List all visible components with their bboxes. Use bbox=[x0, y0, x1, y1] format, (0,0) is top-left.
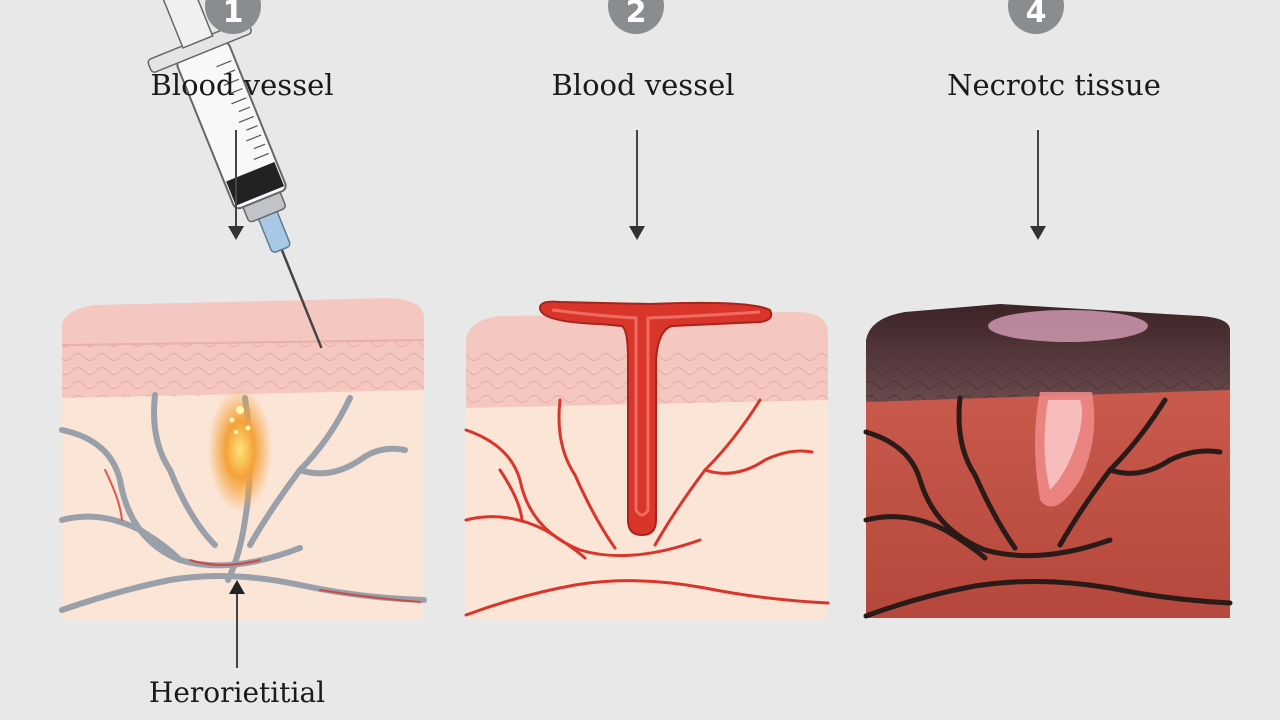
syringe-icon bbox=[147, 0, 323, 349]
panel-3-title: Necrotc tissue bbox=[947, 68, 1161, 102]
panel-1-title: Blood vessel bbox=[150, 68, 334, 102]
panel-3-tissue-block bbox=[866, 304, 1230, 618]
panel-3-necrotic-vessels bbox=[863, 395, 1233, 619]
panel-3-down-arrow bbox=[1030, 130, 1046, 240]
bottom-annotation-label: Herorietitial bbox=[148, 676, 326, 709]
step-number: 1 bbox=[222, 0, 244, 30]
panel-2-title: Blood vessel bbox=[551, 68, 735, 102]
step-number: 4 bbox=[1025, 0, 1047, 30]
injection-site-glow bbox=[208, 388, 272, 512]
enlarged-blood-vessel bbox=[538, 300, 773, 537]
injection-sparkle bbox=[229, 406, 251, 434]
panel-1-up-arrow bbox=[229, 580, 245, 668]
panel-1-down-arrow bbox=[228, 130, 244, 240]
panel-2-down-arrow bbox=[629, 130, 645, 240]
step-number: 2 bbox=[625, 0, 647, 30]
panel-2-vessels bbox=[464, 398, 830, 617]
